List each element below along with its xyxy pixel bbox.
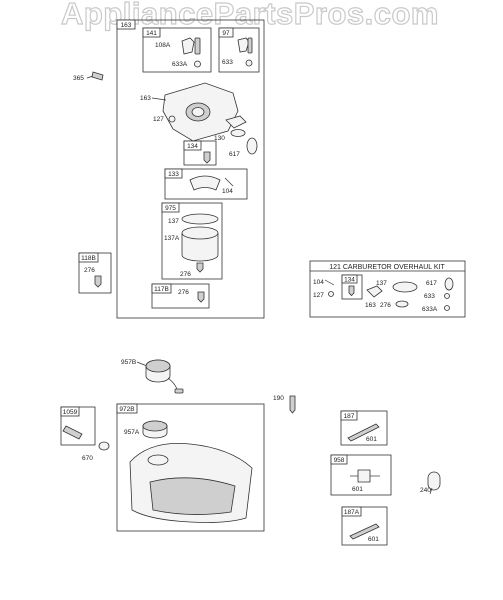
fuel-line-187a-part — [349, 523, 380, 540]
callout-365: 365 — [73, 75, 84, 82]
callout-601-a: 601 — [366, 436, 377, 443]
valve-1059-part — [62, 425, 83, 440]
fuel-filter-958-part — [357, 469, 371, 483]
callout-276-118b: 276 — [84, 267, 95, 274]
kit-callout-633: 633 — [424, 293, 435, 300]
callout-670: 670 — [82, 455, 93, 462]
part-127 — [168, 115, 176, 123]
callout-141: 141 — [146, 30, 157, 37]
ring-137-part — [181, 213, 219, 225]
choke-shaft-part — [194, 37, 201, 55]
part-240 — [427, 471, 441, 491]
kit-callout-127: 127 — [313, 292, 324, 299]
fuel-tank-group-box — [116, 403, 265, 532]
group-187-box — [340, 410, 388, 446]
kit-callout-633a: 633A — [422, 306, 438, 313]
callout-137: 137 — [168, 218, 179, 225]
group-117b-box — [151, 283, 210, 309]
throttle-lever-part — [237, 37, 250, 53]
callout-118b: 118B — [81, 255, 96, 262]
callout-633a: 633A — [172, 61, 188, 68]
callout-972b: 972B — [119, 406, 134, 413]
callout-601-b: 601 — [352, 486, 363, 493]
callout-617: 617 — [229, 151, 240, 158]
fuel-line-187-part — [347, 423, 380, 442]
callout-137a: 137A — [164, 235, 180, 242]
callout-117b: 117B — [154, 286, 169, 293]
group-187a-box — [341, 506, 388, 546]
kit-callout-276: 276 — [380, 302, 391, 309]
callout-130: 130 — [214, 135, 225, 142]
callout-958: 958 — [334, 457, 345, 464]
part-130 — [230, 129, 246, 137]
carburetor-group-box — [116, 19, 265, 319]
kit-callout-134: 134 — [344, 277, 355, 284]
choke-lever-part — [181, 37, 195, 55]
callout-957b: 957B — [121, 359, 136, 366]
kit-callout-137: 137 — [376, 280, 387, 287]
float-133-part — [189, 175, 221, 191]
float-bowl-part — [181, 233, 219, 262]
callout-276-117b: 276 — [178, 289, 189, 296]
gasket-617-part — [246, 137, 258, 155]
callout-163-top: 163 — [121, 22, 132, 29]
callout-108a: 108A — [155, 42, 171, 49]
callout-127: 127 — [153, 116, 164, 123]
callout-190: 190 — [273, 395, 284, 402]
part-134 — [203, 151, 211, 164]
group-975-box — [161, 202, 223, 280]
overhaul-kit-box — [309, 260, 466, 318]
callout-163: 163 — [140, 95, 151, 102]
group-133-box — [164, 168, 248, 200]
callout-601-c: 601 — [368, 536, 379, 543]
kit-callout-163: 163 — [365, 302, 376, 309]
part-670 — [98, 441, 110, 451]
callout-957a: 957A — [124, 429, 140, 436]
callout-187: 187 — [344, 413, 355, 420]
group-958-box — [330, 454, 392, 496]
callout-633: 633 — [222, 59, 233, 66]
callout-240: 240 — [420, 487, 431, 494]
callout-276: 276 — [180, 271, 191, 278]
kit-callout-617: 617 — [426, 280, 437, 287]
screw-365-part — [91, 71, 104, 81]
callout-134: 134 — [187, 143, 198, 150]
screw-190-part — [289, 395, 296, 414]
callout-97: 97 — [222, 30, 230, 37]
callout-1059: 1059 — [63, 409, 78, 416]
callout-975: 975 — [165, 205, 176, 212]
group-97-box — [218, 27, 260, 73]
callout-133: 133 — [168, 171, 179, 178]
callout-187a: 187A — [344, 509, 360, 516]
overhaul-kit-title: 121 CARBURETOR OVERHAUL KIT — [329, 264, 445, 271]
group-141-box — [142, 27, 212, 73]
kit-callout-104: 104 — [313, 279, 324, 286]
carburetor-group-tag — [116, 19, 136, 30]
callout-104: 104 — [222, 188, 233, 195]
